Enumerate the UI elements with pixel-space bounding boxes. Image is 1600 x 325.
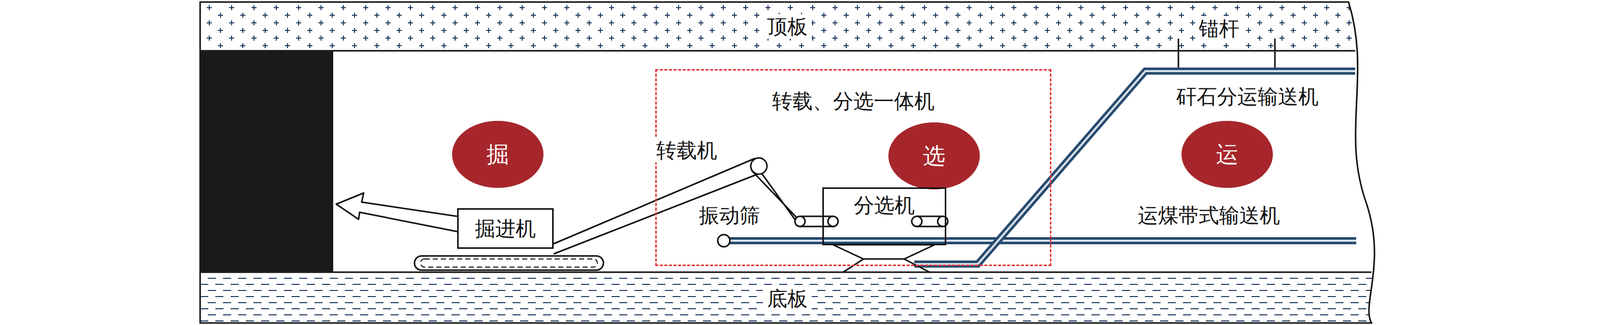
floor-line	[200, 271, 1372, 274]
coal-face	[200, 50, 334, 273]
machine-name: 掘进机	[474, 216, 536, 241]
cutting-boom	[336, 193, 458, 232]
stage-label: 运	[1216, 141, 1239, 169]
roof-line	[200, 50, 1356, 52]
strata	[200, 2, 1420, 324]
crawler-track	[414, 256, 604, 271]
gangue-belt	[914, 71, 1356, 265]
small-belt	[794, 216, 839, 227]
belt-roller	[911, 216, 922, 227]
belt-roller	[937, 216, 948, 227]
machine-group: 转载、分选一体机选分选机	[655, 69, 1052, 267]
stage-label: 选	[922, 142, 946, 170]
coal-belt	[723, 237, 1357, 245]
stage-circle: 选	[888, 122, 980, 190]
belt-roller	[794, 216, 806, 227]
stage-circle: 运	[1181, 120, 1273, 188]
tunnel-frame	[200, 2, 1375, 324]
small-belt	[911, 216, 948, 227]
floor-band	[200, 272, 1420, 324]
strata-name: 底板	[762, 286, 812, 311]
part-label: 锚杆	[1195, 16, 1243, 41]
part-label: 转载机	[653, 138, 721, 163]
hopper	[833, 244, 935, 260]
machine-name: 分选机	[853, 193, 915, 218]
strata-name: 顶板	[762, 14, 812, 39]
part-label: 运煤带式输送机	[1134, 203, 1284, 228]
coal-belt-inner	[723, 239, 1357, 242]
strata-band: 底板	[200, 274, 1375, 324]
part-label: 矸石分运输送机	[1173, 84, 1322, 109]
machine-box: 分选机	[822, 187, 947, 246]
gangue-belt-inner	[914, 71, 1356, 265]
belt-roller	[827, 216, 839, 227]
belt-roller	[717, 234, 730, 247]
machine-box: 掘进机	[457, 208, 554, 249]
roof-band	[200, 2, 1420, 51]
group-title: 转载、分选一体机	[772, 88, 935, 114]
crawler-links	[420, 259, 598, 268]
stage-label: 掘	[486, 141, 509, 169]
stage-circle: 掘	[452, 120, 544, 188]
anchor-bolts	[1178, 38, 1275, 72]
part-label: 振动筛	[695, 203, 763, 228]
